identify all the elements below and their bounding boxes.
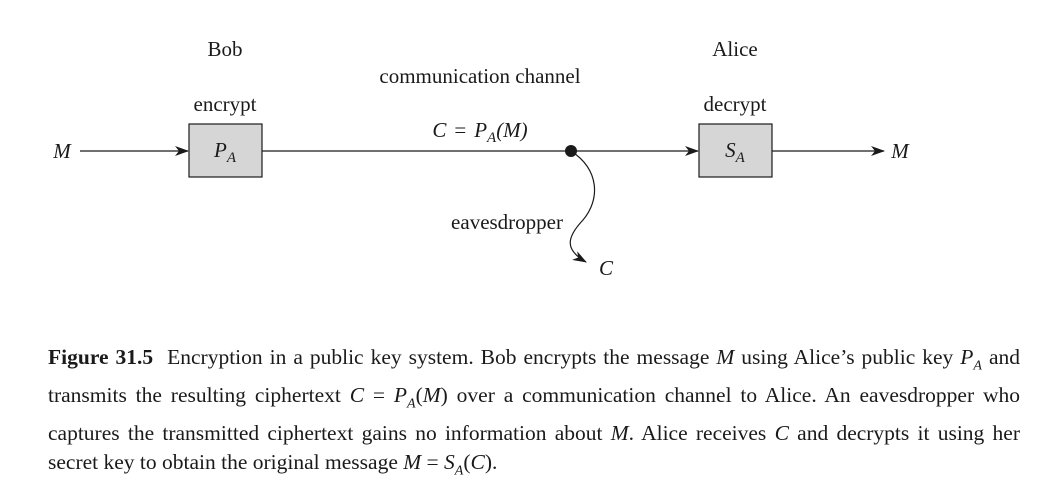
- encrypt-box-symbol: P: [213, 138, 227, 162]
- ciphertext-arg: (M): [496, 118, 527, 142]
- decrypt-box-subscript: A: [735, 150, 746, 166]
- ciphertext-lhs: C: [432, 118, 447, 142]
- encrypt-box-subscript: A: [226, 150, 237, 166]
- public-key-encryption-diagram: Bob Alice communication channel encrypt …: [52, 37, 910, 280]
- eavesdropper-label: eavesdropper: [451, 210, 563, 234]
- output-message-label: M: [890, 139, 910, 163]
- encrypt-label: encrypt: [194, 92, 257, 116]
- ciphertext-func: P: [473, 118, 487, 142]
- alice-label: Alice: [712, 37, 757, 61]
- channel-label: communication channel: [379, 64, 580, 88]
- decrypt-box-key: SA: [725, 138, 746, 166]
- input-message-label: M: [52, 139, 72, 163]
- caption-text: Encryption in a public key system. Bob e…: [48, 345, 1021, 479]
- bob-label: Bob: [207, 37, 242, 61]
- eavesdropper-output-label: C: [599, 256, 614, 280]
- ciphertext-subscript: A: [486, 130, 497, 146]
- figure-number: Figure 31.5: [48, 345, 154, 369]
- decrypt-label: decrypt: [704, 92, 767, 116]
- decrypt-box-symbol: S: [725, 138, 736, 162]
- eavesdropper-arrow: [569, 150, 596, 263]
- ciphertext-eq: =: [454, 118, 466, 142]
- ciphertext-equation: C = PA(M): [432, 118, 527, 146]
- encrypt-box-key: PA: [213, 138, 237, 166]
